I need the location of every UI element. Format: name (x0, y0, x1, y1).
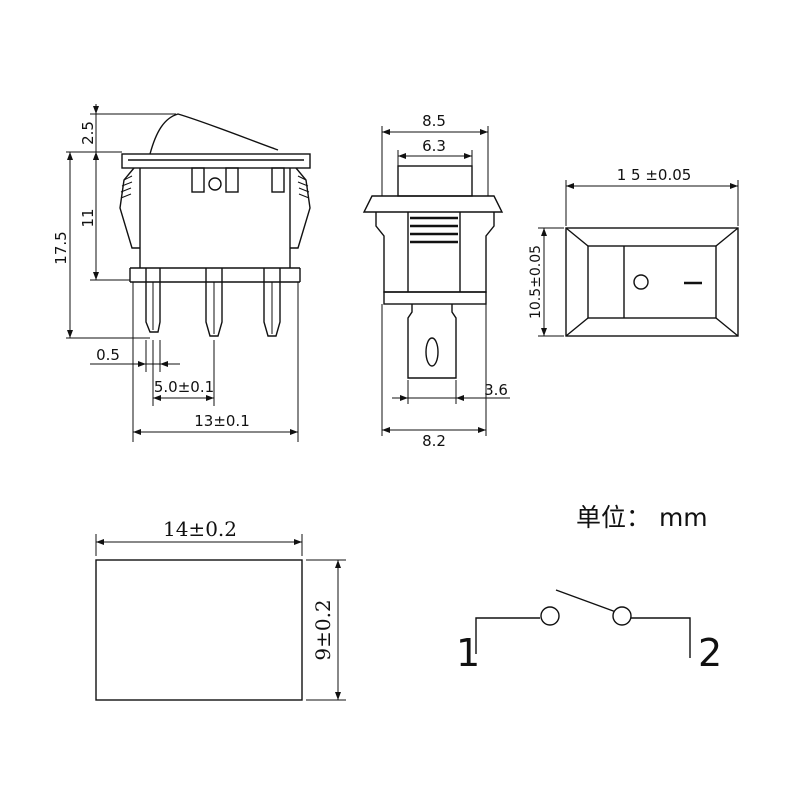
front-flange (362, 195, 504, 213)
side-flange (121, 153, 311, 169)
switch-lever (555, 589, 617, 613)
schematic-wire-left (475, 617, 540, 654)
side-latch-left (119, 167, 140, 249)
front-dimensions: 8.5 6.3 3.6 8.2 (381, 112, 510, 450)
schematic-wire-right (631, 617, 691, 658)
contact-right (612, 606, 632, 626)
side-rocker (149, 113, 279, 155)
dim-cutout-height: 9±0.2 (311, 599, 335, 660)
dim-pin-pitch: 5.0±0.1 (154, 378, 214, 396)
front-view: 8.5 6.3 3.6 8.2 (362, 112, 510, 450)
side-latch-right (290, 167, 311, 249)
panel-cutout: 14±0.2 9±0.2 (95, 517, 346, 701)
side-dimensions: 2.5 11 17.5 0.5 5.0±0.1 (52, 104, 299, 442)
terminal-1-label: 1 (456, 631, 480, 675)
front-body (375, 212, 495, 293)
cutout-rect (95, 559, 303, 701)
top-dimensions: 1 5 ±0.05 10.5±0.05 (528, 166, 739, 337)
top-inner (587, 245, 717, 319)
units-label: 单位： mm (576, 503, 708, 532)
switch-schematic: 1 2 (456, 589, 722, 675)
top-outer (565, 227, 739, 337)
dim-rocker-width: 6.3 (422, 137, 446, 155)
dim-terminal-width: 3.6 (484, 381, 508, 399)
terminal-2-label: 2 (698, 631, 722, 675)
front-rocker (397, 165, 473, 197)
dim-top-view-height: 10.5±0.05 (528, 245, 544, 319)
contact-left (540, 606, 560, 626)
dim-top-height: 2.5 (79, 121, 97, 145)
dim-front-body-width: 8.2 (422, 432, 446, 450)
dim-front-top-width: 8.5 (422, 112, 446, 130)
dim-overall-height: 17.5 (52, 231, 70, 264)
dim-body-height: 11 (79, 208, 97, 227)
front-terminal (407, 304, 457, 379)
side-pins (145, 268, 281, 337)
dim-overall-width: 13±0.1 (194, 412, 250, 430)
dim-top-view-width: 1 5 ±0.05 (617, 166, 692, 184)
side-view: 2.5 11 17.5 0.5 5.0±0.1 (52, 104, 311, 442)
off-symbol-icon (633, 274, 649, 290)
dim-cutout-width: 14±0.2 (163, 517, 237, 541)
dim-pin-width: 0.5 (96, 346, 120, 364)
top-view: 1 5 ±0.05 10.5±0.05 (528, 166, 739, 337)
